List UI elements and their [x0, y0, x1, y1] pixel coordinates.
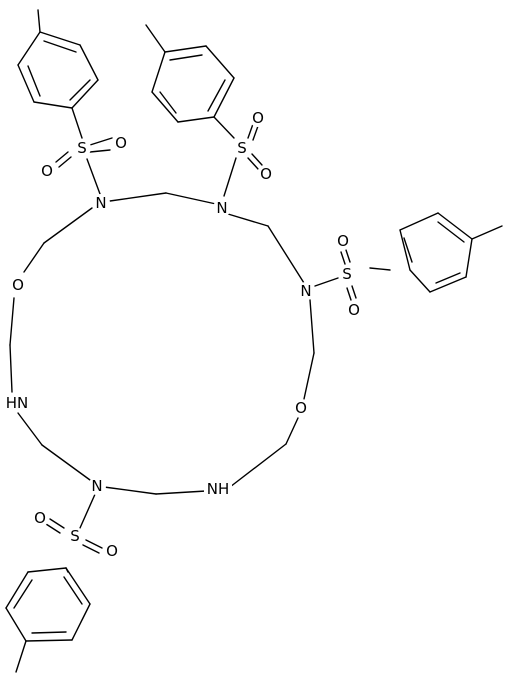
- svg-text:N: N: [95, 194, 106, 212]
- oxygen-atom-s2-a: O: [249, 109, 267, 127]
- oxygen-atom-s3-a: O: [334, 232, 352, 250]
- tosyl-3-ring: [369, 212, 503, 293]
- svg-text:O: O: [252, 109, 264, 127]
- svg-text:O: O: [348, 301, 360, 319]
- oxygen-atom-s4-b: O: [103, 542, 121, 560]
- svg-text:O: O: [115, 134, 127, 152]
- svg-text:N: N: [300, 282, 311, 300]
- sulfur-atom-1: S: [73, 139, 91, 157]
- svg-text:N: N: [216, 199, 227, 217]
- oxygen-atom-s3-b: O: [345, 301, 363, 319]
- svg-text:O: O: [337, 232, 349, 250]
- nitrogen-atom-bottom-left: N: [88, 477, 106, 495]
- macrocycle-ring: [9, 192, 315, 495]
- svg-text:S: S: [342, 265, 352, 283]
- sulfur-atom-2: S: [233, 139, 251, 157]
- svg-text:O: O: [12, 276, 24, 294]
- tosyl-3-sulfonyl: [314, 249, 357, 301]
- oxygen-atom-s2-b: O: [257, 165, 275, 183]
- oxygen-atom-s1-a: O: [112, 134, 130, 152]
- sulfur-atom-4: S: [66, 527, 84, 545]
- svg-text:O: O: [106, 542, 118, 560]
- nitrogen-atom-top-left: N: [92, 194, 110, 212]
- svg-text:O: O: [34, 509, 46, 527]
- oxygen-atom-s4-a: O: [31, 509, 49, 527]
- nitrogen-atom-top-mid: N: [213, 199, 231, 217]
- bonds: [5, 9, 503, 673]
- oxygen-atom-ring-left: O: [9, 276, 27, 294]
- svg-text:S: S: [237, 139, 247, 157]
- svg-text:S: S: [77, 139, 87, 157]
- tosyl-1-sulfonyl: [55, 137, 113, 195]
- tosyl-4-ring: [5, 567, 91, 673]
- svg-text:HN: HN: [6, 394, 29, 412]
- svg-text:NH: NH: [207, 480, 230, 498]
- tosyl-2-sulfonyl: [223, 123, 263, 197]
- amine-nh-left: HN: [3, 394, 31, 412]
- tosyl-1-ring: [17, 9, 99, 139]
- sulfur-atom-3: S: [338, 265, 356, 283]
- svg-text:O: O: [295, 399, 307, 417]
- amine-nh-bottom: NH: [204, 480, 232, 498]
- nitrogen-atom-right: N: [297, 282, 315, 300]
- svg-text:N: N: [91, 477, 102, 495]
- atom-labels: S O O S O O S O: [3, 109, 363, 560]
- oxygen-atom-ring-right: O: [292, 399, 310, 417]
- svg-text:S: S: [70, 527, 80, 545]
- oxygen-atom-s1-b: O: [38, 162, 56, 180]
- tosyl-4-sulfonyl: [45, 491, 103, 554]
- svg-text:O: O: [260, 165, 272, 183]
- tosyl-2-ring: [145, 24, 235, 139]
- svg-text:O: O: [41, 162, 53, 180]
